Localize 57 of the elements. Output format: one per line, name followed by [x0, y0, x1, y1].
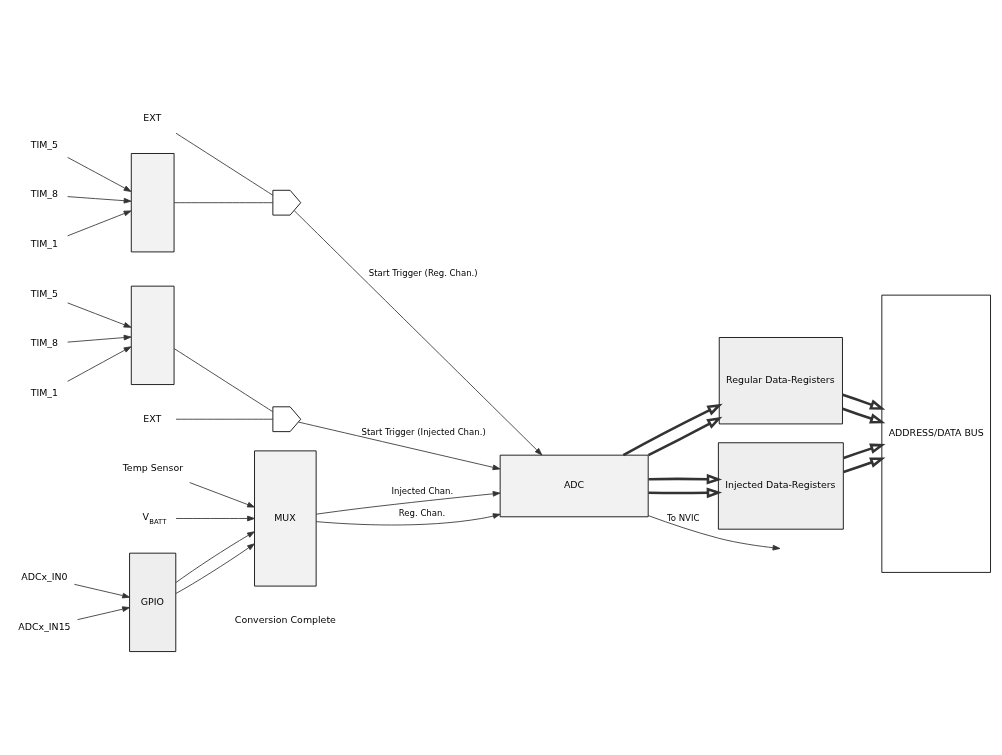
- node-box: GPIO: [129, 552, 177, 652]
- node-text: TIM_8: [30, 188, 59, 200]
- arrow: [315, 491, 501, 515]
- node-text: ADCx_IN0: [21, 570, 68, 582]
- node-text: V$_{BATT}$: [142, 511, 167, 527]
- arrow: [77, 606, 130, 621]
- node-text: TIM_8: [30, 337, 59, 349]
- node-trapezoid: [130, 153, 175, 253]
- node-text: ADCx_IN15: [18, 620, 71, 632]
- arrow: [843, 457, 886, 474]
- arrow: [647, 416, 723, 457]
- arrow: [293, 210, 543, 456]
- node-text: TIM_5: [30, 287, 59, 299]
- node-gate: [272, 189, 302, 216]
- node-text: TIM_5: [30, 138, 59, 150]
- arrow: [67, 196, 132, 204]
- edge-label: To NVIC: [667, 513, 700, 524]
- node-box: Regular Data-Registers: [718, 337, 843, 425]
- edge-label: Start Trigger (Injected Chan.): [361, 426, 486, 437]
- arrow: [648, 487, 723, 499]
- label: Conversion Complete: [234, 613, 336, 625]
- node-box: MUX: [254, 450, 317, 587]
- arrow: [67, 334, 132, 343]
- arrow: [175, 531, 255, 583]
- node-box: ADDRESS/DATA BUS: [881, 294, 991, 573]
- edge-label: Start Trigger (Reg. Chan.): [368, 268, 478, 279]
- arrow: [622, 403, 723, 457]
- node-text: EXT: [143, 112, 162, 124]
- arrow: [298, 421, 501, 471]
- arrow: [842, 393, 886, 410]
- node-text: TIM_1: [30, 238, 59, 250]
- arrow: [648, 473, 723, 485]
- node-box: ADC: [499, 454, 649, 518]
- node-trapezoid: [130, 285, 175, 385]
- node-text: TIM_1: [30, 386, 59, 398]
- arrow: [315, 513, 501, 526]
- node-box: Injected Data-Registers: [717, 442, 844, 530]
- node-text: Temp Sensor: [122, 462, 184, 474]
- arrow: [175, 515, 255, 522]
- arrow: [842, 407, 886, 424]
- node-text: EXT: [143, 412, 162, 424]
- edge-label: Reg. Chan.: [398, 507, 446, 518]
- arrow: [189, 482, 255, 508]
- arrow: [67, 156, 132, 192]
- connector: [175, 418, 274, 420]
- arrow: [73, 583, 130, 599]
- edge-label: Injected Chan.: [391, 485, 454, 496]
- arrow: [843, 443, 886, 460]
- arrow: [647, 515, 781, 551]
- connector: [173, 348, 274, 413]
- arrow: [67, 302, 132, 328]
- connector: [175, 132, 274, 196]
- node-gate: [272, 406, 302, 433]
- arrow: [67, 210, 132, 237]
- arrow: [175, 543, 255, 594]
- connector: [173, 202, 274, 204]
- arrow: [67, 346, 132, 382]
